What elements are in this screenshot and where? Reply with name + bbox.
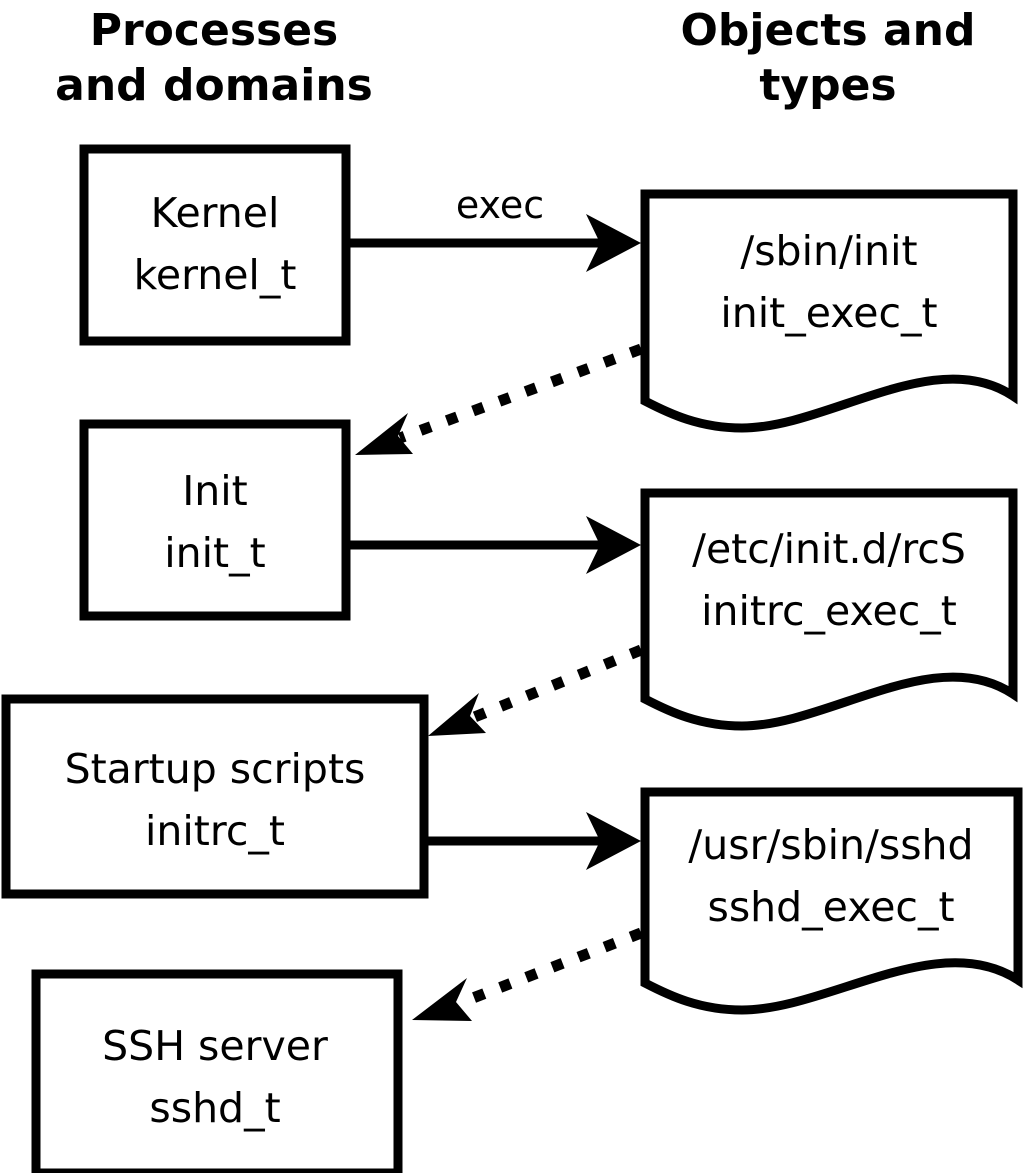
object-node-initrc-exec-type: initrc_exec_t [701, 587, 957, 635]
arrowhead-icon [428, 693, 486, 736]
edge-line [398, 343, 643, 444]
object-node-initrc-exec[interactable]: /etc/init.d/rcS initrc_exec_t [640, 488, 1018, 731]
process-node-init-type: init_t [164, 529, 265, 577]
edge-label-exec: exec [456, 183, 544, 227]
column-heading-processes-line2: and domains [55, 60, 373, 111]
object-node-init-exec[interactable]: /sbin/init init_exec_t [640, 189, 1018, 433]
process-node-kernel[interactable]: Kernel kernel_t [79, 144, 351, 346]
edge-kernel-exec-init-exec: exec [350, 183, 641, 272]
process-node-initrc[interactable]: Startup scripts initrc_t [1, 694, 429, 899]
process-node-sshd-name: SSH server [102, 1022, 328, 1070]
edge-line [458, 927, 643, 1009]
process-node-sshd-type: sshd_t [149, 1084, 280, 1132]
edge-line [469, 644, 644, 724]
process-node-kernel-type: kernel_t [134, 251, 297, 299]
object-node-initrc-exec-path: /etc/init.d/rcS [692, 525, 966, 573]
column-heading-processes-line1: Processes [90, 5, 339, 56]
edge-initrc-exec-to-initrc [428, 644, 644, 736]
object-node-sshd-exec-path: /usr/sbin/sshd [688, 821, 973, 869]
process-node-initrc-box[interactable] [1, 694, 429, 899]
arrowhead-icon [586, 812, 641, 870]
object-node-sshd-exec-shape[interactable] [640, 787, 1023, 1015]
object-node-sshd-exec[interactable]: /usr/sbin/sshd sshd_exec_t [640, 787, 1023, 1015]
object-node-init-exec-path: /sbin/init [740, 227, 917, 275]
column-heading-processes: Processes and domains [55, 5, 373, 111]
edge-sshd-exec-to-sshd [412, 927, 643, 1021]
arrowhead-icon [412, 978, 472, 1021]
column-heading-objects: Objects and types [681, 5, 976, 111]
process-node-init[interactable]: Init init_t [79, 419, 351, 621]
process-node-sshd-box[interactable] [31, 969, 403, 1173]
process-node-sshd[interactable]: SSH server sshd_t [31, 969, 403, 1173]
arrowhead-icon [586, 214, 641, 272]
column-heading-objects-line2: types [759, 60, 896, 111]
object-node-initrc-exec-shape[interactable] [640, 488, 1018, 731]
process-node-kernel-name: Kernel [151, 189, 280, 237]
process-node-kernel-box[interactable] [79, 144, 351, 346]
arrowhead-icon [586, 516, 641, 574]
process-node-initrc-type: initrc_t [145, 807, 285, 855]
object-node-sshd-exec-type: sshd_exec_t [707, 883, 954, 931]
column-heading-objects-line1: Objects and [681, 5, 976, 56]
process-node-init-name: Init [182, 467, 248, 515]
object-node-init-exec-shape[interactable] [640, 189, 1018, 433]
object-node-init-exec-type: init_exec_t [720, 289, 937, 337]
edge-init-exec-initrc-exec [350, 516, 641, 574]
arrowhead-icon [355, 413, 413, 455]
process-node-initrc-name: Startup scripts [65, 745, 366, 793]
process-node-init-box[interactable] [79, 419, 351, 621]
edge-init-exec-to-init [355, 343, 643, 455]
edge-initrc-exec-sshd-exec [428, 812, 641, 870]
